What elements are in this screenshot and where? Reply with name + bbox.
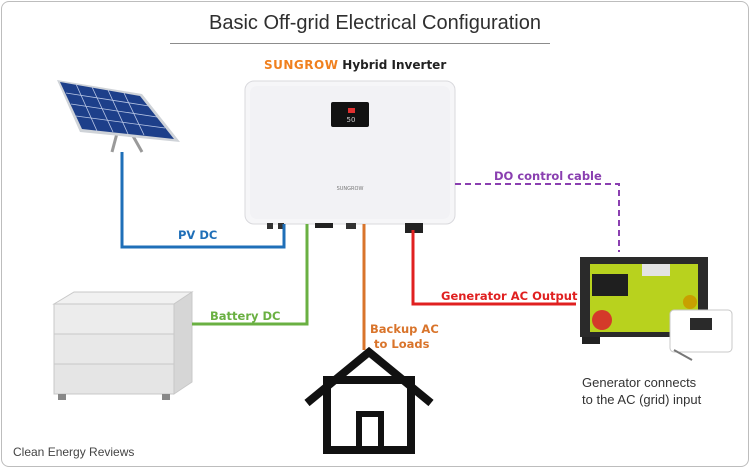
inverter-front-logo: SUNGROW — [337, 186, 364, 192]
generator-ac-label: Generator AC Output — [441, 289, 578, 303]
house-icon — [304, 346, 434, 454]
battery-stack-icon — [52, 291, 194, 400]
generator-icon — [580, 257, 733, 361]
solar-panel-icon — [57, 80, 180, 153]
inverter-brand-name: SUNGROW — [264, 58, 339, 72]
do-cable-label: DO control cable — [494, 169, 602, 183]
battery-dc-wire — [192, 224, 309, 326]
credit-text: Clean Energy Reviews — [13, 445, 135, 459]
diagram-title: Basic Off-grid Electrical Configuration — [209, 12, 541, 34]
backup-ac-label-line2: to Loads — [374, 337, 430, 351]
title-underline — [170, 43, 550, 44]
inverter-screen — [331, 102, 369, 127]
generator-ac-wire — [411, 230, 576, 306]
generator-caption-line2: to the AC (grid) input — [582, 392, 702, 407]
inverter-icon: 50 SUNGROW — [244, 80, 456, 233]
do-control-cable — [455, 183, 620, 252]
battery-dc-label: Battery DC — [210, 309, 281, 323]
inverter-display-text: 50 — [347, 116, 356, 124]
generator-caption-line1: Generator connects — [582, 375, 697, 390]
inverter-model: Hybrid Inverter — [342, 58, 447, 72]
pv-dc-wire — [120, 152, 286, 249]
inverter-brand: SUNGROW Hybrid Inverter — [264, 58, 446, 72]
generator-caption: Generator connects to the AC (grid) inpu… — [582, 374, 742, 408]
backup-ac-label-line1: Backup AC — [370, 322, 439, 336]
pv-dc-label: PV DC — [178, 228, 218, 242]
